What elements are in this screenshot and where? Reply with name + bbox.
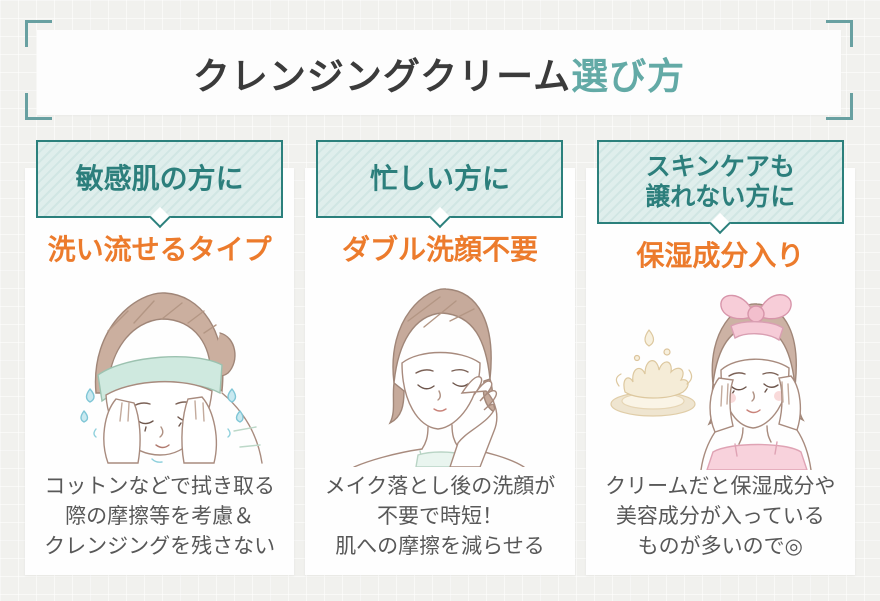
page-title: クレンジングクリーム選び方 bbox=[193, 46, 685, 100]
description-line: 不要で時短！ bbox=[376, 504, 503, 528]
bracket-bottom-right-icon bbox=[826, 93, 853, 120]
description-line: クレンジングを残さない bbox=[44, 534, 276, 558]
description-line: メイク落とし後の洗顔が bbox=[324, 474, 556, 498]
bubble-label: 忙しい方に bbox=[369, 161, 510, 195]
bracket-top-right-icon bbox=[826, 20, 853, 47]
illustration-woman-touching-cheek bbox=[305, 266, 574, 471]
bubble-label-line1: スキンケアも bbox=[645, 151, 795, 181]
title-frame: クレンジングクリーム選び方 bbox=[25, 20, 853, 120]
catchphrase-no-double-cleansing: ダブル洗顔不要 bbox=[341, 233, 538, 266]
description-line: クリームだと保湿成分や bbox=[605, 474, 836, 498]
catchphrase-rinse-off-type: 洗い流せるタイプ bbox=[47, 233, 272, 266]
description-skincare-minded: クリームだと保湿成分や 美容成分が入っている ものが多いので◎ bbox=[605, 471, 835, 575]
column-sensitive-skin: 敏感肌の方に 洗い流せるタイプ bbox=[25, 140, 295, 575]
illustration-woman-bow-headband-cream-splash bbox=[586, 272, 855, 471]
description-line: ものが多いので◎ bbox=[637, 534, 803, 558]
catchphrase-moisturizing-ingredients: 保湿成分入り bbox=[636, 239, 805, 272]
bubble-tail-icon bbox=[429, 206, 451, 229]
description-busy-people: メイク落とし後の洗顔が 不要で時短！ 肌への摩擦を減らせる bbox=[325, 471, 556, 575]
title-box: クレンジングクリーム選び方 bbox=[37, 30, 841, 115]
illustration-woman-washing-face bbox=[25, 266, 294, 471]
title-main: クレンジングクリーム bbox=[192, 53, 572, 98]
column-skincare-minded: スキンケアも 譲れない方に 保湿成分入り bbox=[585, 140, 855, 575]
columns-row: 敏感肌の方に 洗い流せるタイプ bbox=[25, 140, 855, 575]
description-line: 美容成分が入っている bbox=[615, 504, 825, 528]
description-line: 肌への摩擦を減らせる bbox=[335, 534, 545, 558]
bubble-label-line2: 譲れない方に bbox=[645, 182, 796, 211]
bubble-tail-icon bbox=[149, 206, 171, 229]
column-busy-people: 忙しい方に ダブル洗顔不要 bbox=[305, 140, 575, 575]
description-sensitive-skin: コットンなどで拭き取る 際の摩擦等を考慮＆ クレンジングを残さない bbox=[44, 471, 275, 575]
description-line: コットンなどで拭き取る bbox=[44, 474, 275, 498]
bubble-tail-icon bbox=[709, 212, 731, 235]
bubble-label: 敏感肌の方に bbox=[75, 161, 244, 195]
bubble-sensitive-skin: 敏感肌の方に bbox=[36, 140, 284, 229]
bracket-top-left-icon bbox=[25, 20, 52, 47]
bracket-bottom-left-icon bbox=[25, 93, 52, 120]
description-line: 際の摩擦等を考慮＆ bbox=[65, 504, 255, 528]
bubble-skincare-minded: スキンケアも 譲れない方に bbox=[596, 140, 844, 235]
title-accent: 選び方 bbox=[571, 53, 686, 98]
bubble-busy-people: 忙しい方に bbox=[316, 140, 564, 229]
